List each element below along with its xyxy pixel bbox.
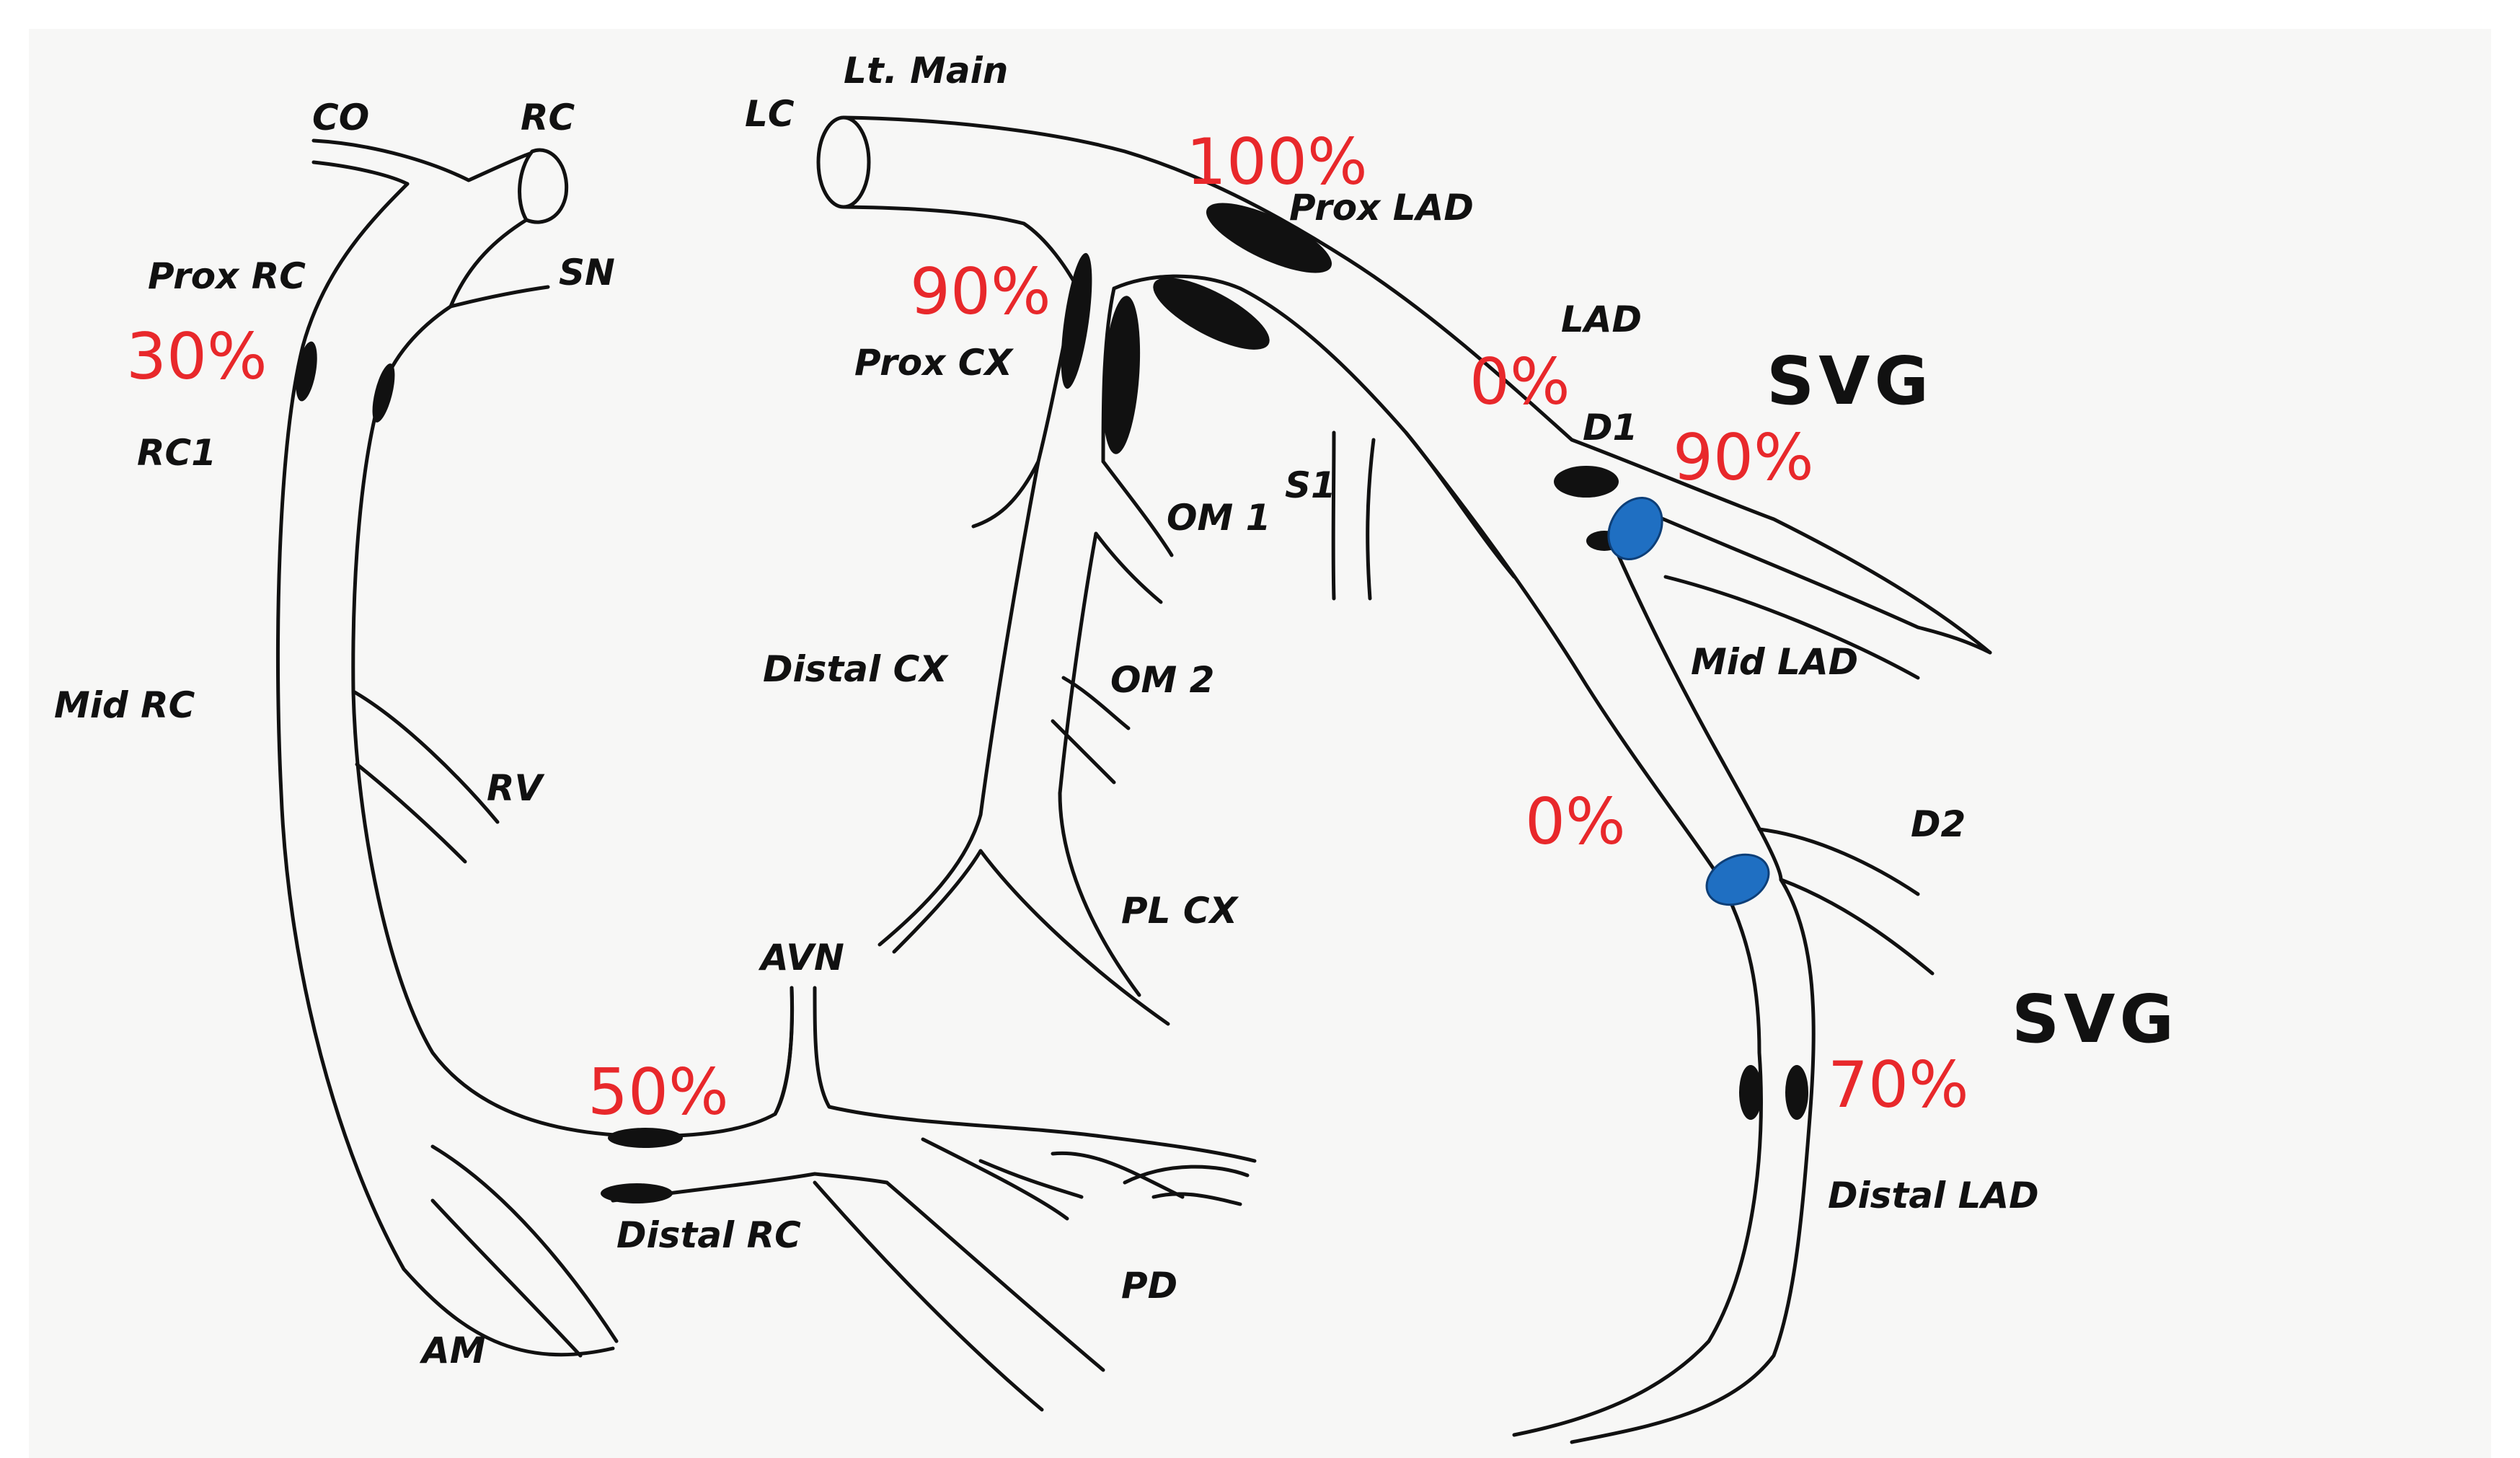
pd-sub-branch-1 [921, 1137, 1069, 1221]
label-d2: D2 [1911, 803, 1966, 845]
stenosis-prox-rc: 30% [126, 319, 268, 394]
om2-branch-top [1061, 676, 1131, 730]
distal-cx-left-wall [877, 459, 1040, 947]
label-prox-cx: Prox CX [854, 342, 1014, 384]
s1-branch-right [1366, 438, 1376, 601]
d1-graft-marker [1607, 496, 1663, 561]
prox-cx-plaque-top [1153, 278, 1270, 350]
stenosis-prox-lad: 100% [1186, 125, 1368, 199]
stenosis-d1: 90% [1673, 420, 1814, 495]
distal-cx-right-wall [1058, 531, 1098, 795]
rv-branch-bottom [355, 762, 467, 864]
label-lad: LAD [1561, 299, 1642, 340]
om1-branch-bottom [1094, 531, 1163, 604]
lad-to-apex-left-wall [1404, 430, 1763, 1437]
label-s1: S1 [1285, 464, 1336, 506]
graft-label-distal-lad: SVG [2012, 981, 2178, 1058]
left-coronary-system [816, 115, 1992, 1444]
prox-rc-plaque-left [296, 341, 317, 402]
label-avn: AVN [758, 937, 844, 978]
d1-branch-top [1627, 503, 1992, 655]
label-mid-lad: Mid LAD [1691, 641, 1858, 683]
pd-sub-branch-3 [1051, 1151, 1185, 1199]
om1-branch-top [1101, 459, 1174, 557]
label-mid-rc: Mid RC [54, 684, 195, 726]
label-om2: OM 2 [1110, 659, 1214, 701]
pd-sub-branch-4 [1123, 1165, 1250, 1206]
label-pd: PD [1121, 1265, 1177, 1307]
label-distal-lad: Distal LAD [1828, 1175, 2039, 1216]
label-am: AM [419, 1330, 485, 1371]
label-distal-rc: Distal RC [616, 1214, 801, 1256]
label-rc1: RC1 [137, 432, 216, 474]
stenosis-distal-lad: 70% [1828, 1048, 1969, 1122]
label-om1: OM 1 [1167, 497, 1270, 539]
d1-plaque-top [1554, 466, 1619, 498]
distal-lad-plaque-left [1739, 1065, 1762, 1120]
co-vessel-bottom [311, 160, 410, 186]
distal-rc-plaque-top [608, 1128, 683, 1148]
label-distal-cx: Distal CX [763, 648, 949, 690]
avn-right-wall [813, 986, 1257, 1163]
co-vessel-top [311, 138, 532, 182]
distal-rc-plaque-bottom [601, 1183, 673, 1203]
avn-left-wall [773, 986, 795, 1116]
prox-cx-plaque-right [1102, 296, 1141, 454]
label-prox-lad: Prox LAD [1289, 187, 1474, 229]
right-coronary-system [275, 138, 1257, 1412]
stenosis-lad: 0% [1469, 345, 1570, 419]
label-co: CO [312, 97, 369, 138]
lt-main-top-wall [841, 115, 1992, 655]
prox-rc-left-wall [275, 182, 615, 1357]
pd-sub-branch-2 [978, 1159, 1084, 1199]
pl-cx-branch-bottom [978, 849, 1170, 1026]
d2-branch-top [1757, 827, 1920, 896]
lad-to-apex-right-wall [1570, 546, 1816, 1444]
pd-branch-top [885, 1180, 1105, 1372]
s1-branch-left [1331, 430, 1336, 601]
mid-lad-graft-marker [1705, 853, 1770, 906]
lt-main-bottom-wall [841, 205, 1084, 298]
d2-branch-bottom [1779, 878, 1935, 976]
am-branch-top [430, 1144, 619, 1343]
pd-branch-bottom [813, 1180, 1044, 1412]
label-prox-rc: Prox RC [148, 255, 306, 297]
paper-background [29, 29, 2491, 1458]
stenosis-mid-lad: 0% [1525, 785, 1626, 859]
label-lt-main: Lt. Main [844, 50, 1008, 92]
prox-cx-plaque-left [1061, 252, 1092, 389]
graft-labels: SVG SVG [1767, 343, 2178, 1058]
label-rc: RC [521, 97, 575, 138]
label-lc: LC [745, 93, 795, 135]
label-pl-cx: PL CX [1121, 890, 1239, 932]
stenosis-prox-cx: 90% [910, 255, 1051, 329]
label-sn: SN [559, 252, 615, 293]
am-branch-bottom [430, 1198, 583, 1358]
distal-lad-plaque-right [1785, 1065, 1808, 1120]
rv-branch-top [353, 690, 500, 824]
stenosis-percentages: 30% 50% 90% 100% 0% 90% 0% 70% [126, 125, 1969, 1129]
label-rv: RV [487, 767, 545, 809]
graft-label-d1: SVG [1767, 343, 1933, 420]
stenosis-distal-rc: 50% [588, 1055, 729, 1129]
prox-rc-plaque-right [372, 363, 395, 423]
rc-ostium-loop [518, 148, 569, 224]
om2-branch-bottom [1051, 719, 1116, 785]
pl-cx-branch-top [1058, 791, 1141, 997]
prox-lad-plaque [1206, 203, 1332, 273]
vessel-labels: CO RC SN Prox RC RC1 Mid RC RV AM Distal… [54, 50, 2039, 1371]
d1-branch-bottom [1663, 575, 1920, 680]
label-d1: D1 [1583, 407, 1637, 449]
distal-cx-to-avn [892, 849, 983, 954]
